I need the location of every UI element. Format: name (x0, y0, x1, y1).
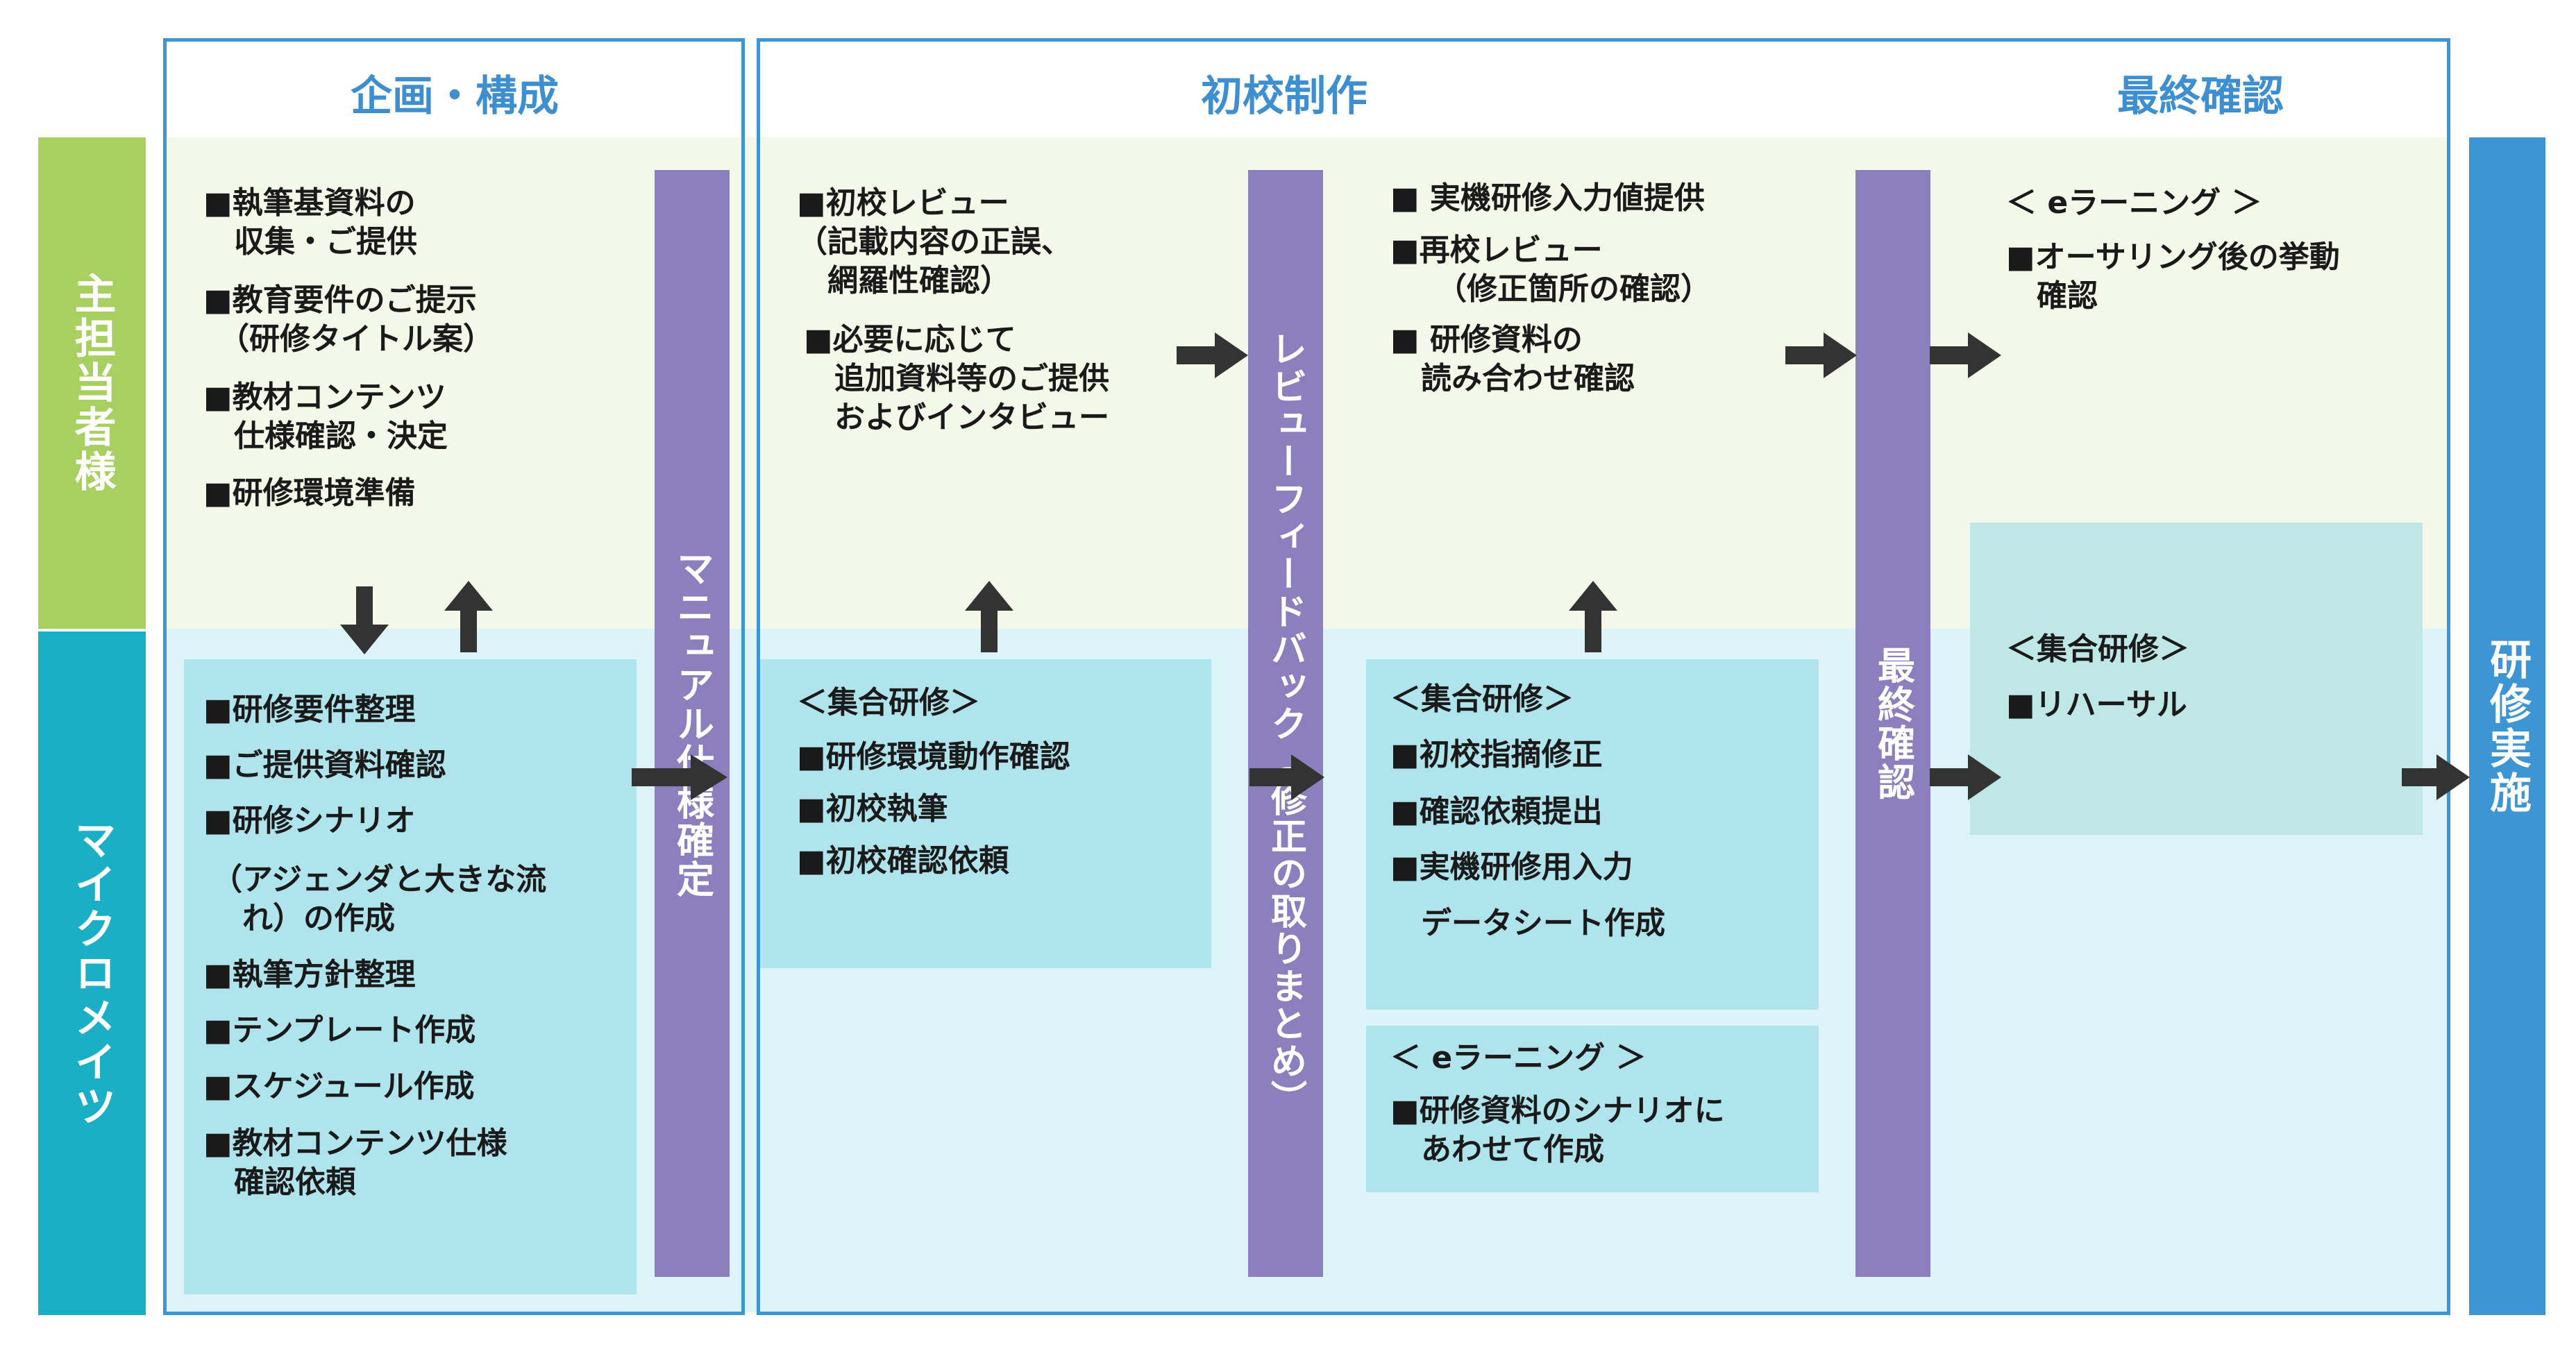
row-label-client: 主担当者様 (38, 137, 146, 629)
client-second-item: ■ 実機研修入力値提供 (1390, 180, 1705, 216)
up-arrow-icon (1569, 581, 1617, 652)
mm-fix-item: ■実機研修用入力 (1390, 849, 1633, 885)
mm-planning-item: ■執筆方針整理 (203, 957, 416, 992)
right-arrow-icon (1177, 332, 1248, 378)
right-arrow-icon (1249, 754, 1324, 800)
client-review-item: ■初校レビュー （記載内容の正誤、 網羅性確認） (797, 185, 1072, 298)
client-planning-item: ■教育要件のご提示 （研修タイトル案） (203, 282, 494, 357)
mm-fix-item: ■初校指摘修正 (1390, 737, 1603, 772)
client-review-item: ■必要に応じて 追加資料等のご提供 およびインタビュー (804, 322, 1109, 435)
right-arrow-icon (1785, 332, 1857, 378)
final-confirm-bar: 最終確認 (1855, 170, 1930, 1277)
phase-title-final-check: 最終確認 (2117, 72, 2284, 121)
client-planning-item: ■執筆基資料の 収集・ご提供 (203, 185, 417, 260)
client-planning-item: ■研修環境準備 (203, 475, 416, 511)
mm-planning-item: ■研修シナリオ (203, 803, 416, 838)
mm-planning-item: （アジェンダと大きな流 れ）の作成 (212, 862, 547, 936)
client-final-item: ＜ eラーニング ＞ (2006, 185, 2262, 221)
mm-planning-box (184, 659, 637, 1294)
mm-fix-item: データシート作成 (1390, 906, 1665, 941)
right-arrow-icon (632, 754, 727, 800)
up-arrow-icon (965, 581, 1013, 652)
down-arrow-icon (340, 586, 389, 654)
right-arrow-icon (1930, 754, 2001, 800)
mm-planning-item: ■スケジュール作成 (203, 1069, 475, 1104)
mm-draft-item: ■研修環境動作確認 (797, 739, 1070, 774)
mm-fix-item: ■確認依頼提出 (1390, 794, 1603, 829)
mm-draft-item: ■初校執筆 (797, 791, 948, 827)
rehearsal-box (1970, 523, 2423, 835)
review-feedback-bar: レビューフィードバック（修正の取りまとめ） (1248, 170, 1323, 1277)
mm-fix-item: ＜集合研修＞ (1390, 681, 1574, 717)
row-label-micromates: マイクロメイツ (38, 632, 146, 1315)
mm-elearn-item: ＜ eラーニング ＞ (1390, 1040, 1647, 1076)
mm-elearn-box (1366, 1026, 1819, 1192)
mm-final-item: ■リハーサル (2006, 687, 2187, 722)
mm-planning-item: ■テンプレート作成 (203, 1013, 476, 1048)
delivery-label: 研修実施 (2469, 137, 2545, 1315)
planning-phase-frame (163, 38, 745, 1315)
phase-title-first-draft: 初校制作 (1201, 72, 1367, 121)
manual-spec-bar: マニュアル仕様確定 (655, 170, 730, 1277)
mm-fix-box (1366, 659, 1819, 1010)
mm-draft-box (760, 659, 1211, 968)
up-arrow-icon (444, 581, 493, 652)
mm-elearn-item: ■研修資料のシナリオに あわせて作成 (1390, 1093, 1725, 1167)
client-planning-item: ■教材コンテンツ 仕様確認・決定 (203, 380, 448, 454)
mm-planning-item: ■教材コンテンツ仕様 確認依頼 (203, 1126, 507, 1200)
mm-final-item: ＜集合研修＞ (2006, 632, 2189, 667)
mm-planning-item: ■研修要件整理 (203, 692, 416, 727)
client-final-item: ■オーサリング後の挙動 確認 (2006, 239, 2340, 314)
right-arrow-icon (1930, 332, 2001, 378)
mm-draft-item: ＜集合研修＞ (797, 685, 980, 720)
right-arrow-icon (2402, 754, 2470, 800)
client-second-item: ■ 研修資料の 読み合わせ確認 (1390, 322, 1635, 396)
mm-planning-item: ■ご提供資料確認 (203, 747, 446, 783)
client-second-item: ■再校レビュー （修正箇所の確認） (1390, 232, 1711, 307)
phase-title-planning: 企画・構成 (351, 72, 559, 121)
mm-draft-item: ■初校確認依頼 (797, 843, 1009, 879)
draft-phase-frame (757, 38, 2450, 1315)
